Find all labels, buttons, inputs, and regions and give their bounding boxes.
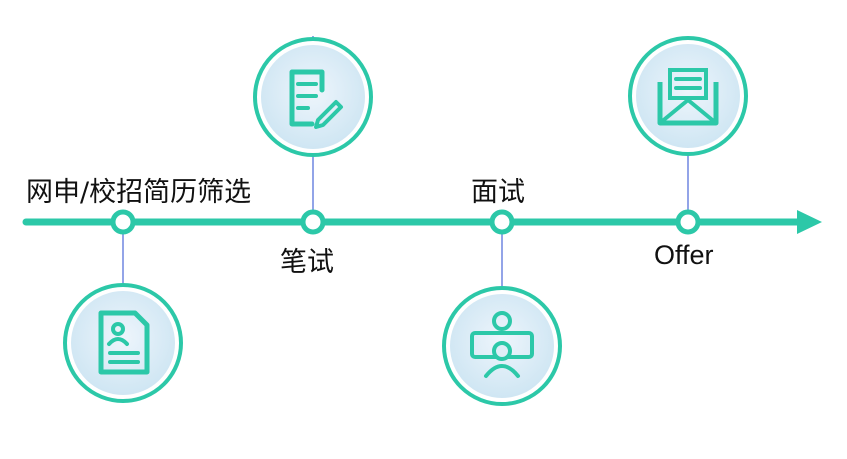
- timeline-node-3: [489, 209, 515, 235]
- timeline-node-1: [110, 209, 136, 235]
- step-label-resume-screening: 网申/校招简历筛选: [26, 177, 252, 208]
- step-label-offer: Offer: [654, 240, 714, 270]
- interview-icon: [442, 286, 562, 406]
- written-test-icon: [253, 37, 373, 157]
- step-label-written-test: 笔试: [280, 247, 334, 278]
- timeline-arrowhead: [797, 210, 822, 234]
- timeline-node-2: [300, 209, 326, 235]
- step-label-interview: 面试: [471, 177, 525, 208]
- offer-envelope-icon: [628, 36, 748, 156]
- resume-icon: [63, 283, 183, 403]
- timeline-node-4: [675, 209, 701, 235]
